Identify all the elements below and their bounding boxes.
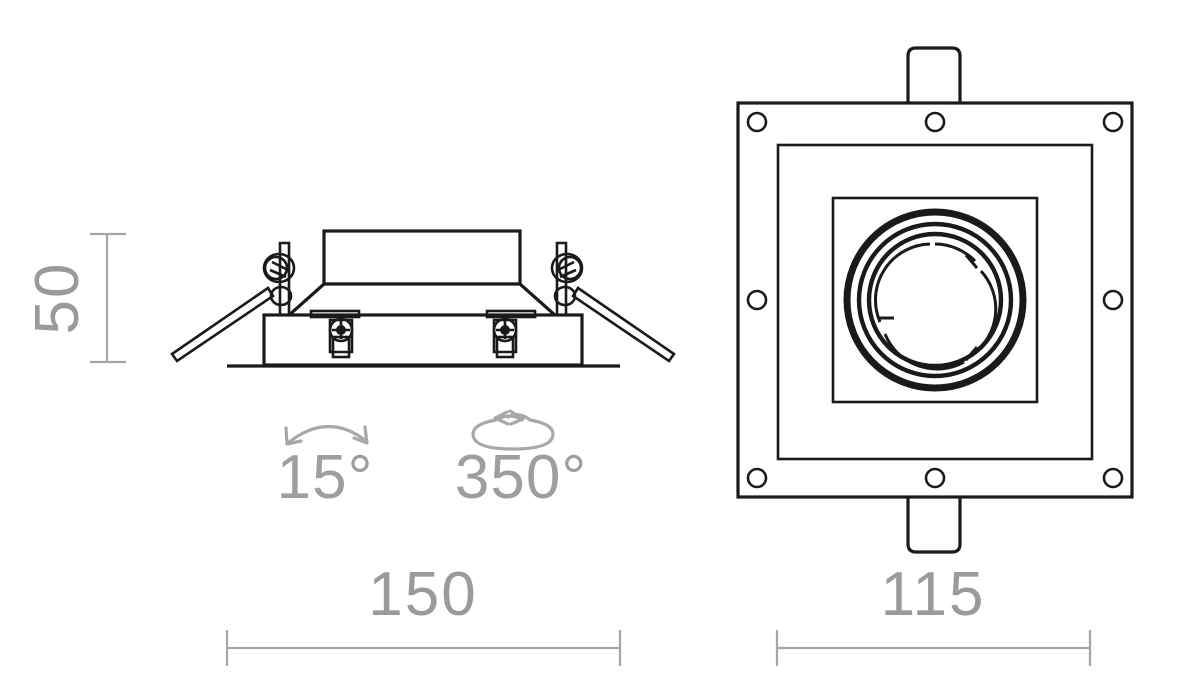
screw-hole <box>746 467 768 489</box>
left-spring-clip <box>170 241 296 363</box>
screw-hole <box>924 111 946 133</box>
dimension-width-115-label: 115 <box>881 560 986 629</box>
screw-hole <box>1102 111 1124 133</box>
screw-hole <box>746 289 768 311</box>
side-elevation-view: 50 <box>23 229 676 666</box>
rotation-ellipse-arrow-icon <box>471 409 555 451</box>
flange-ledge-right <box>485 309 537 319</box>
dimension-width-150: 150 <box>225 560 622 666</box>
lamp-aperture-square <box>831 196 1039 404</box>
concentric-reflector-rings <box>843 208 1027 392</box>
screw-hole <box>1102 289 1124 311</box>
dimension-width-150-label: 150 <box>368 560 477 629</box>
dimension-height-50: 50 <box>23 232 126 364</box>
outer-mounting-plate <box>736 101 1134 499</box>
bottom-mounting-tab <box>906 492 962 554</box>
front-plan-view: 115 <box>736 46 1134 666</box>
inner-square-frame <box>776 143 1094 461</box>
flange-ledge-left <box>309 309 361 319</box>
tilt-arc-arrow-icon <box>284 424 369 446</box>
screw-hole <box>1102 467 1124 489</box>
right-locking-screw <box>492 317 518 359</box>
trim-flange <box>262 313 584 367</box>
screw-holes-group <box>746 111 1124 489</box>
rotation-angle-label: 350° <box>455 443 587 512</box>
dimension-height-label: 50 <box>23 262 92 335</box>
screw-hole <box>924 467 946 489</box>
left-locking-screw <box>328 317 354 359</box>
adjustment-annotations: 15° 350° <box>277 409 587 512</box>
tilt-angle-label: 15° <box>277 443 374 512</box>
screw-hole <box>746 111 768 133</box>
top-mounting-tab <box>906 46 962 108</box>
lamp-housing-body <box>322 229 522 286</box>
dimension-width-115: 115 <box>775 560 1092 666</box>
